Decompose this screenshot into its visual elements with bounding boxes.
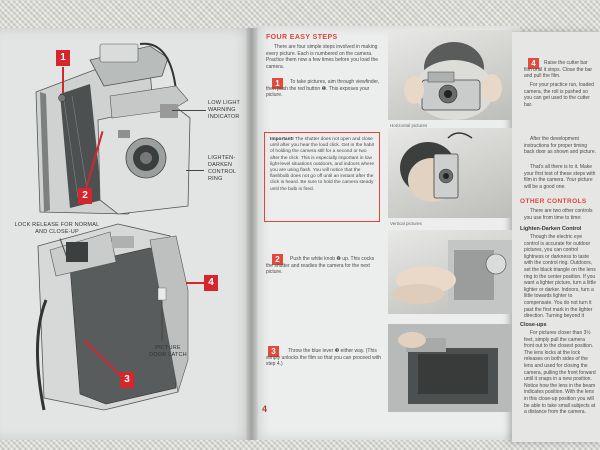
knob-photo-art	[392, 240, 512, 314]
lighten-darken-title: Lighten-Darken Control	[520, 226, 582, 232]
lighten-darken-label: LIGHTEN-DARKEN CONTROL RING	[208, 155, 237, 182]
photo-horizontal	[388, 30, 512, 120]
lever-photo-art	[388, 324, 512, 412]
vertical-photo-art	[400, 132, 473, 202]
photo-lever	[388, 324, 512, 412]
important-body: The shutter does not open and close unti…	[270, 137, 374, 192]
step-4-text: Raise the cutter bar film until it stops…	[524, 60, 593, 80]
step-3-text: Throw the blue lever ❸ either way. (This…	[266, 348, 382, 368]
photo-knob	[388, 230, 512, 314]
low-light-label: LOW LIGHT WARNING INDICATOR	[208, 100, 240, 120]
lens-front-drawing	[97, 85, 191, 215]
other-controls-heading: OTHER CONTROLS	[520, 198, 587, 205]
callout-1-leader	[62, 67, 64, 93]
closed-camera-drawing	[35, 223, 189, 411]
lock-release-label: LOCK RELEASE FOR NORMAL AND CLOSE-UP	[14, 222, 100, 235]
caption-vertical: Vertical pictures	[390, 221, 422, 226]
far-right-page	[512, 32, 600, 442]
thats-all-text: That's all there is to it. Make your fir…	[524, 164, 596, 190]
callout-4: 4	[204, 275, 218, 291]
photo-vertical	[388, 128, 512, 218]
after-development-text: After the development instructions for p…	[524, 136, 596, 156]
step-3-box: 3	[268, 346, 279, 357]
camera-illustration-top	[35, 42, 191, 411]
four-easy-steps-heading: FOUR EASY STEPS	[266, 34, 338, 41]
low-light-leader	[172, 110, 206, 111]
callout-4-leader	[186, 282, 204, 284]
important-title: Important!	[270, 137, 294, 142]
close-ups-title: Close-ups	[520, 322, 547, 328]
important-box: Important! The shutter does not open and…	[264, 132, 380, 222]
step-4-more: For your practice run, loaded camera, th…	[524, 82, 594, 108]
lighten-darken-body: Though the electric eye control is accur…	[524, 234, 596, 318]
page-number: 4	[262, 404, 268, 414]
step-1-text: To take pictures, aim through viewfinder…	[266, 79, 380, 99]
other-controls-intro: There are two other controls you use fro…	[524, 208, 593, 221]
horizontal-photo-art	[404, 42, 502, 120]
caption-horizontal: Horizontal pictures	[390, 123, 428, 128]
step-4-box: 4	[528, 58, 539, 69]
callout-1: 1	[56, 50, 70, 66]
page-gutter	[246, 28, 258, 440]
close-ups-body: For pictures closer than 3½ feet, simply…	[524, 330, 596, 416]
step-2-text: Push the white knob ❷ up. This cocks the…	[266, 256, 375, 276]
callout-2: 2	[78, 188, 92, 204]
step-2-box: 2	[272, 254, 283, 265]
picture-door-leader	[161, 300, 163, 341]
picture-door-label: PICTURE DOOR LATCH	[149, 345, 187, 358]
step-1-box: 1	[272, 78, 283, 89]
intro-paragraph: There are four simple steps involved in …	[266, 44, 379, 70]
lighten-darken-leader	[186, 170, 204, 171]
callout-3: 3	[120, 372, 134, 388]
